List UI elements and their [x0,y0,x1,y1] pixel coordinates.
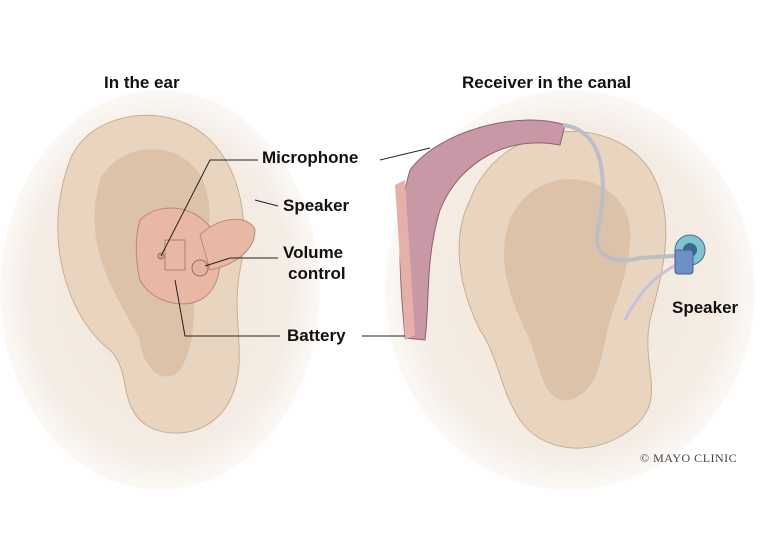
label-receiver-speaker: Speaker [672,298,739,317]
receiver-speaker-drawing [674,234,706,275]
label-microphone: Microphone [262,148,359,167]
title-in-the-ear: In the ear [104,73,180,92]
label-control: control [288,264,346,283]
label-speaker: Speaker [283,196,350,215]
copyright: © MAYO CLINIC [640,451,738,465]
left-ear-drawing [0,90,320,490]
title-receiver-in-canal: Receiver in the canal [462,73,632,92]
label-volume: Volume [283,243,344,262]
label-battery: Battery [287,326,346,345]
ric-hearing-aid-body [395,119,566,341]
receiver-wire [562,123,689,263]
leader-lines [160,147,431,337]
